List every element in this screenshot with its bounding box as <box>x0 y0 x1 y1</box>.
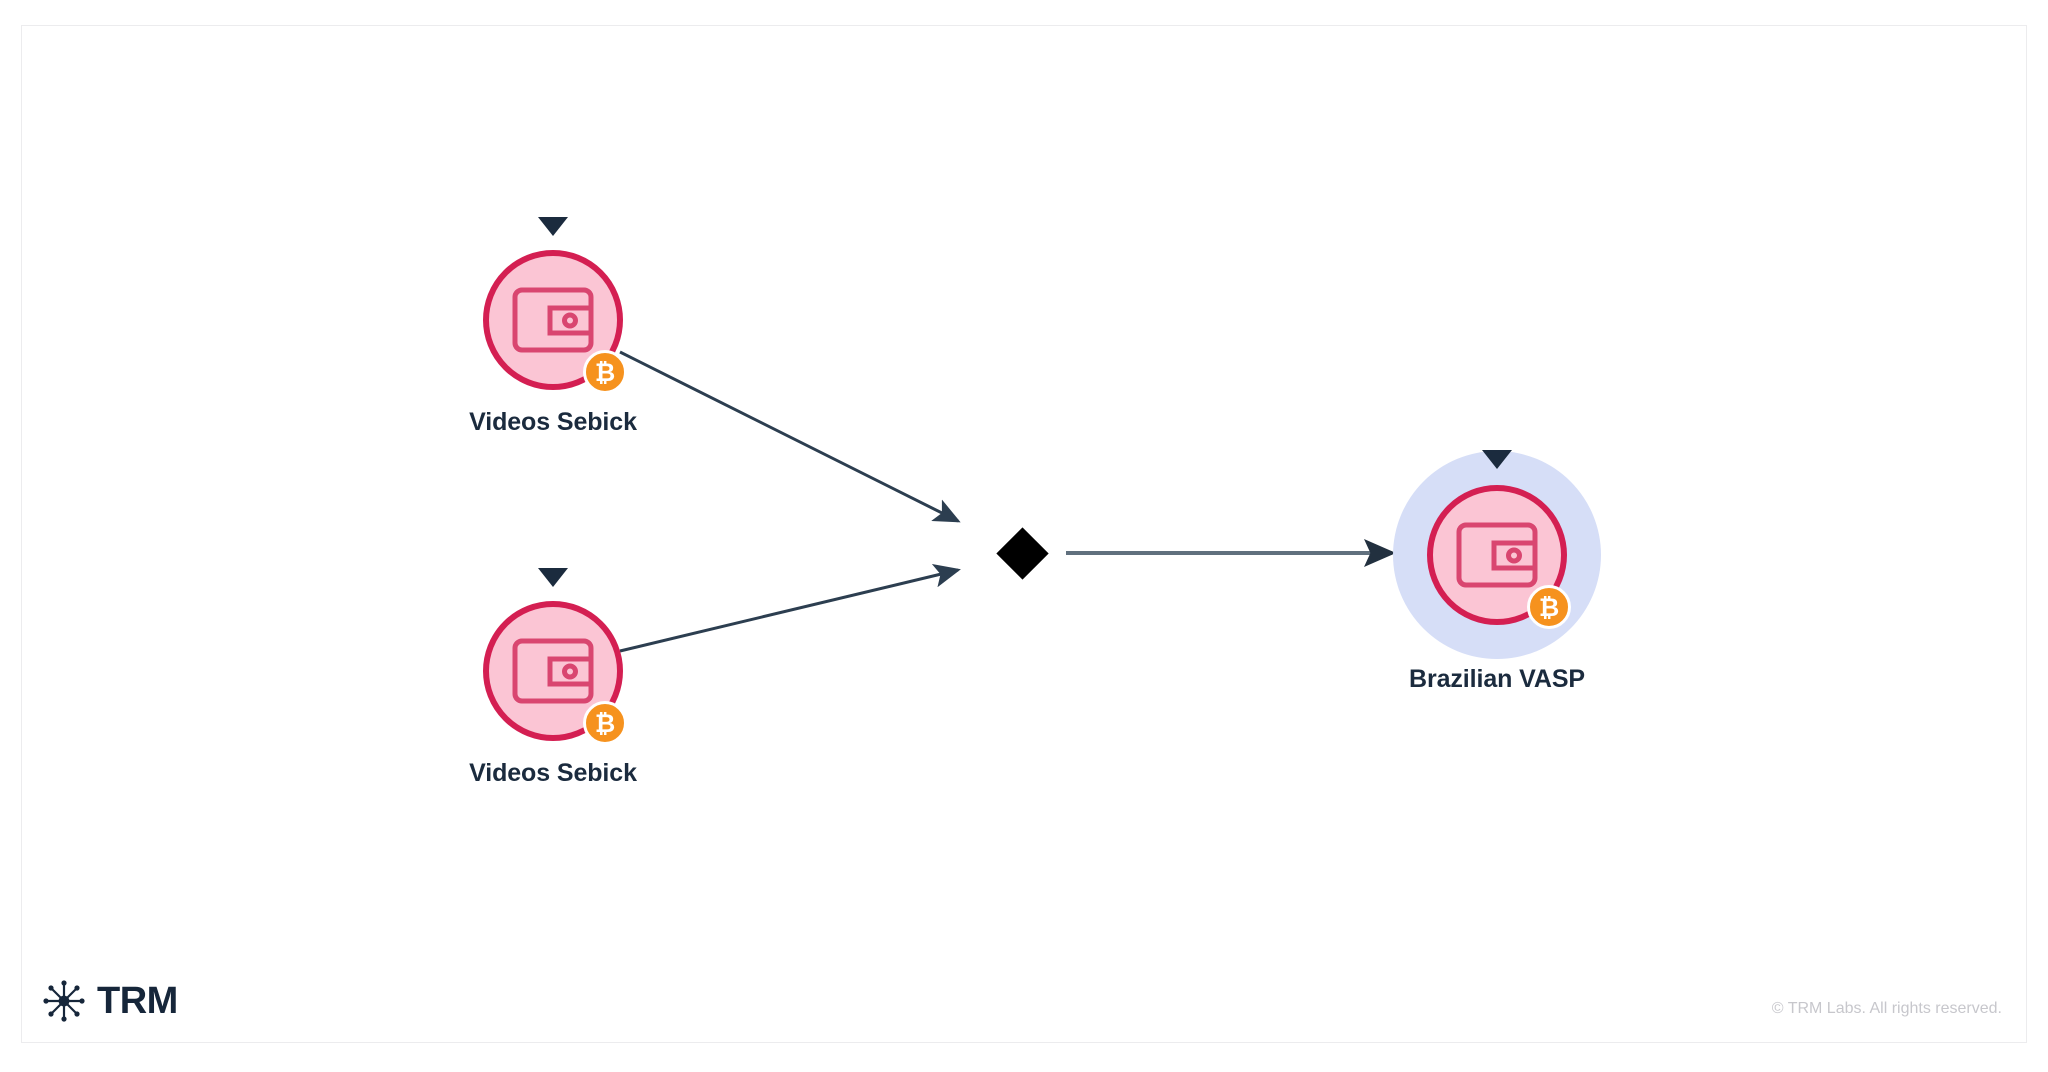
trm-wordmark: TRM <box>97 979 178 1022</box>
wallet-icon <box>512 287 594 353</box>
chevron-down-icon[interactable] <box>1482 450 1512 469</box>
node-label: Videos Sebick <box>469 408 637 436</box>
wallet-icon <box>1456 522 1538 588</box>
bitcoin-badge-icon[interactable]: ₿ <box>1527 585 1571 629</box>
chevron-down-icon[interactable] <box>538 568 568 587</box>
wallet-icon <box>512 638 594 704</box>
node-label: Brazilian VASP <box>1409 665 1585 693</box>
trm-starburst-icon <box>43 980 85 1022</box>
bitcoin-badge-icon[interactable]: ₿ <box>583 350 627 394</box>
node-label: Videos Sebick <box>469 759 637 787</box>
node-circle[interactable] <box>1427 485 1567 625</box>
trm-logo[interactable]: TRM <box>41 978 178 1024</box>
graph-canvas-frame <box>21 25 2027 1043</box>
chevron-down-icon[interactable] <box>538 217 568 236</box>
copyright-text: © TRM Labs. All rights reserved. <box>1771 1000 2002 1017</box>
bitcoin-badge-icon[interactable]: ₿ <box>583 701 627 745</box>
